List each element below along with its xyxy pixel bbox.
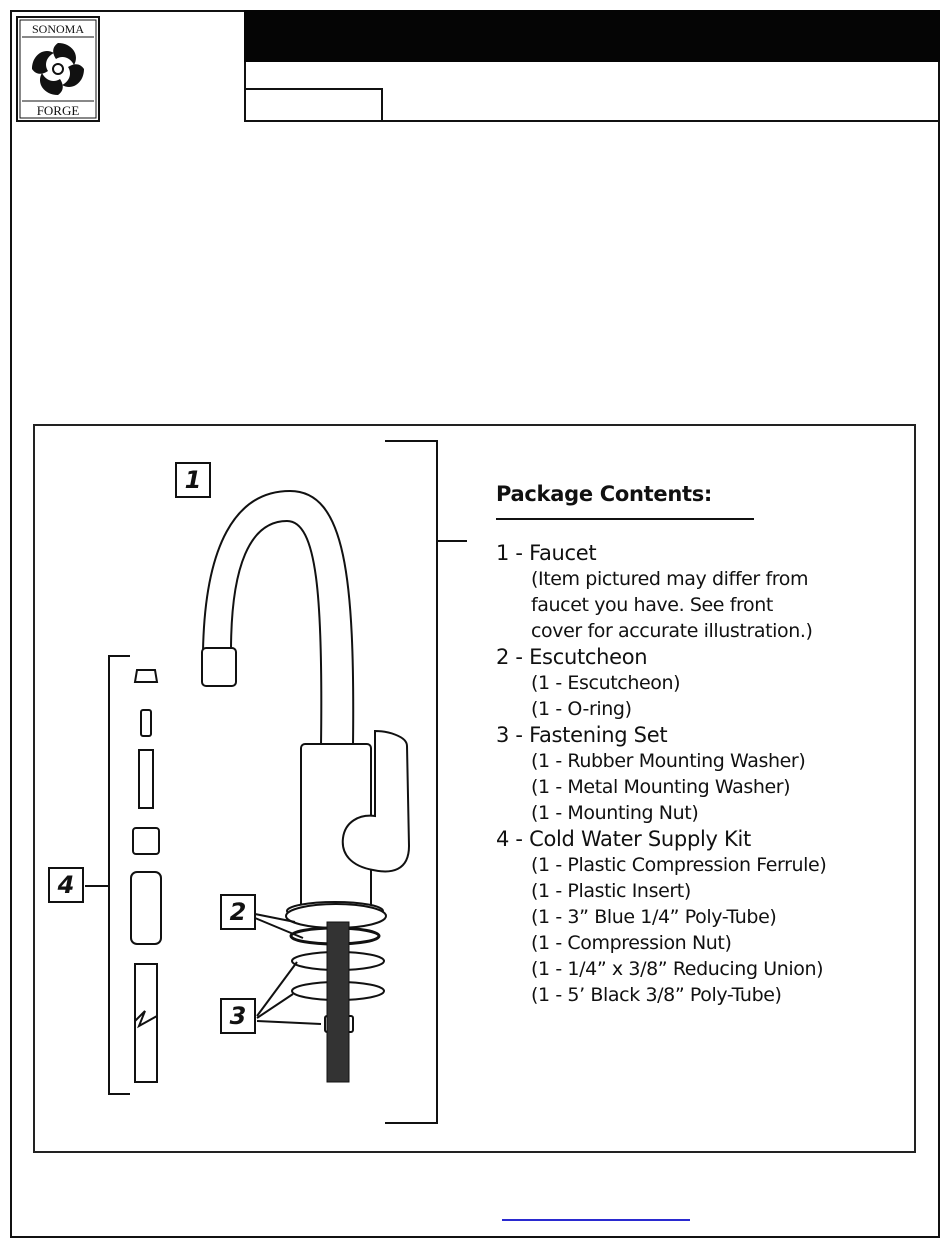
contents-item: 2 - Escutcheon (1 - Escutcheon) (1 - O-r… [496, 644, 906, 722]
item-detail: (1 - 3” Blue 1/4” Poly-Tube) [531, 906, 777, 928]
footer-link-underline[interactable] [502, 1219, 690, 1221]
item-detail: (1 - 5’ Black 3/8” Poly-Tube) [531, 984, 782, 1006]
faucet-drawing [201, 489, 411, 921]
sonoma-forge-logo: SONOMA FORGE [16, 16, 100, 122]
logo-graphic: SONOMA FORGE [16, 16, 100, 122]
item-detail: (1 - Compression Nut) [531, 932, 732, 954]
callout-4: 4 [48, 867, 84, 903]
threaded-rod-drawing [326, 921, 350, 1083]
header-divider-vertical [244, 10, 246, 122]
item-detail: (1 - 1/4” x 3/8” Reducing Union) [531, 958, 824, 980]
callout-1: 1 [175, 462, 211, 498]
header-divider [244, 120, 940, 122]
item-detail: (1 - O-ring) [531, 698, 632, 720]
contents-item: 1 - Faucet (Item pictured may differ fro… [496, 540, 906, 644]
callout-3: 3 [220, 998, 256, 1034]
item-label: 1 - Faucet [496, 541, 597, 565]
item-detail: (Item pictured may differ from [531, 568, 809, 590]
item-detail: cover for accurate illustration.) [531, 620, 813, 642]
item-detail: (1 - Plastic Insert) [531, 880, 691, 902]
logo-swirl-icon [32, 43, 84, 95]
contents-item: 3 - Fastening Set (1 - Rubber Mounting W… [496, 722, 906, 826]
item-detail: (1 - Mounting Nut) [531, 802, 699, 824]
item-detail: faucet you have. See front [531, 594, 773, 616]
callout-leaders [254, 913, 322, 1025]
contents-items: 1 - Faucet (Item pictured may differ fro… [496, 540, 906, 1008]
faucet-bracket [385, 440, 467, 1124]
item-detail: (1 - Metal Mounting Washer) [531, 776, 791, 798]
item-label: 3 - Fastening Set [496, 723, 668, 747]
package-contents-panel [33, 424, 916, 1153]
item-label: 4 - Cold Water Supply Kit [496, 827, 751, 851]
item-detail: (1 - Escutcheon) [531, 672, 681, 694]
title-bar [244, 10, 940, 62]
package-contents-list: Package Contents: 1 - Faucet (Item pictu… [496, 482, 906, 1008]
logo-text-bottom: FORGE [37, 103, 80, 118]
supply-kit-bracket [85, 655, 130, 1095]
item-detail: (1 - Plastic Compression Ferrule) [531, 854, 827, 876]
package-contents-title: Package Contents: [496, 482, 754, 520]
item-detail: (1 - Rubber Mounting Washer) [531, 750, 806, 772]
contents-item: 4 - Cold Water Supply Kit (1 - Plastic C… [496, 826, 906, 1008]
exploded-parts-illustration [85, 440, 467, 1124]
supply-kit-drawing [130, 669, 162, 1083]
callout-2: 2 [220, 894, 256, 930]
logo-text-top: SONOMA [32, 22, 84, 36]
model-number-box [244, 88, 383, 121]
item-label: 2 - Escutcheon [496, 645, 648, 669]
